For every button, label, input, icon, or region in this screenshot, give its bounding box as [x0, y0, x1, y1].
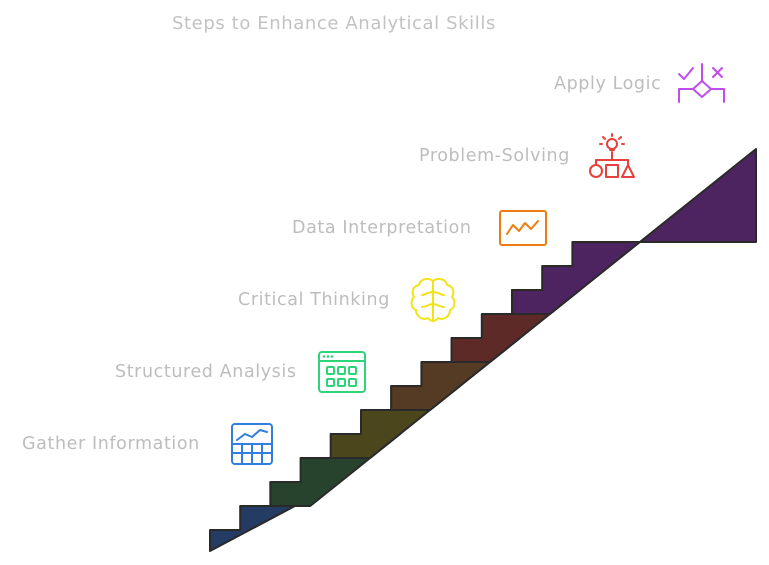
step-label-gather-information: Gather Information — [22, 434, 200, 454]
step-label-data-interpretation: Data Interpretation — [292, 218, 472, 238]
logic-decision-icon — [678, 63, 725, 103]
step-label-critical-thinking: Critical Thinking — [238, 290, 390, 310]
idea-hierarchy-icon — [589, 133, 635, 178]
step-label-structured-analysis: Structured Analysis — [115, 362, 297, 382]
dashboard-grid-icon — [318, 351, 366, 393]
brain-icon — [410, 277, 456, 322]
spreadsheet-chart-icon — [231, 423, 273, 465]
diagram-title: Steps to Enhance Analytical Skills — [172, 13, 496, 34]
step-label-problem-solving: Problem-Solving — [419, 146, 570, 166]
step-label-apply-logic: Apply Logic — [554, 74, 662, 94]
stair-band-6 — [511, 148, 757, 315]
line-chart-icon — [499, 210, 547, 246]
